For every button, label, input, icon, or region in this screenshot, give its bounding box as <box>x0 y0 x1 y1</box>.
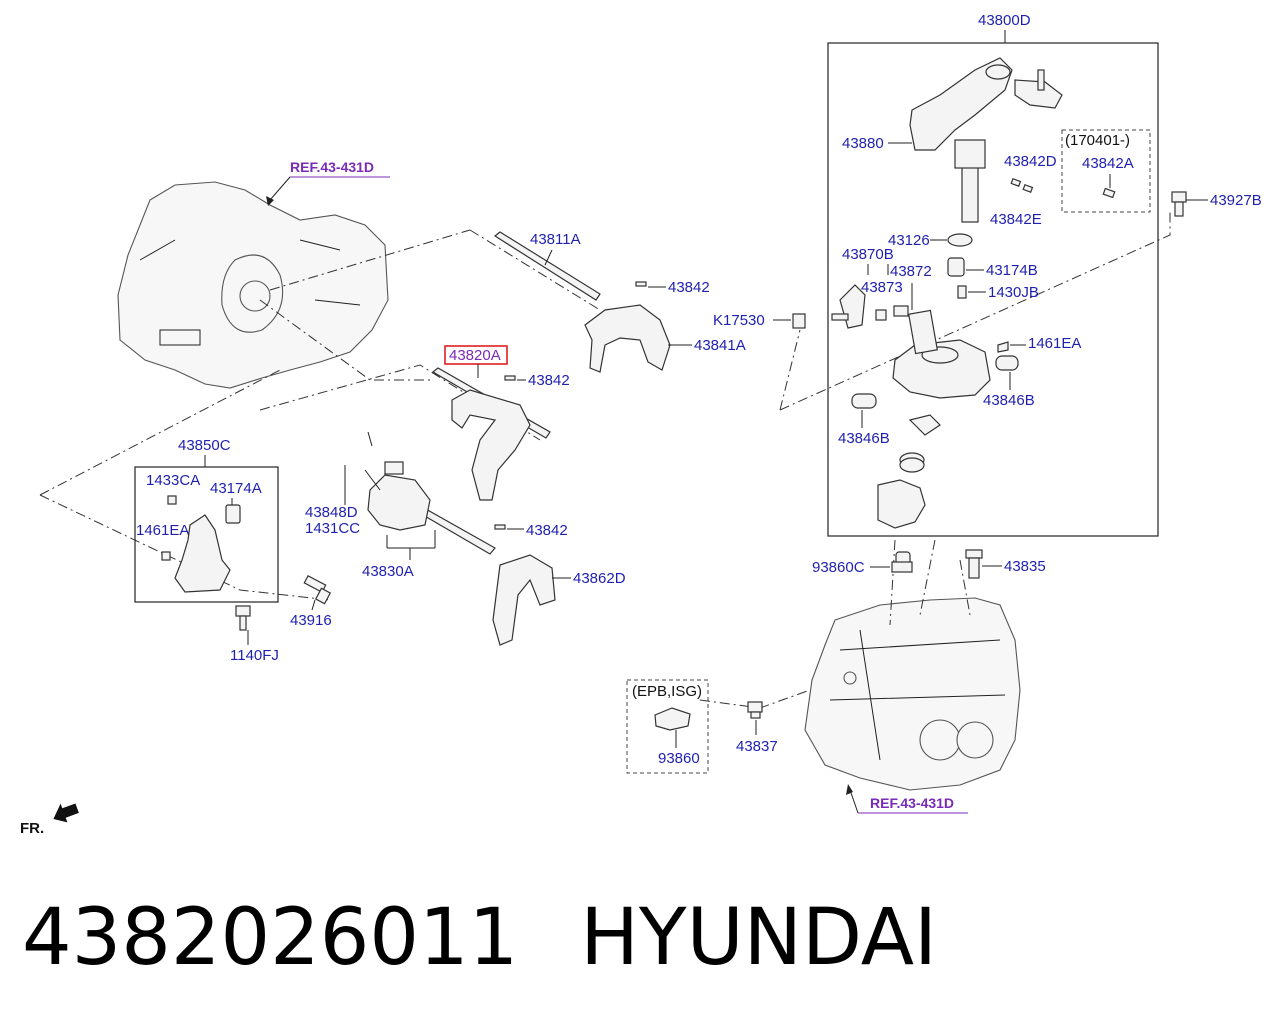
label-epb-isg[interactable]: (EPB,ISG) <box>632 683 702 700</box>
label-43820A[interactable]: 43820A <box>449 347 501 364</box>
label-43846B-left[interactable]: 43846B <box>838 430 890 447</box>
label-43842-a[interactable]: 43842 <box>668 279 710 296</box>
plunger-43846B-right <box>995 355 1019 371</box>
label-1140FJ[interactable]: 1140FJ <box>230 647 279 664</box>
label-43846B-right[interactable]: 43846B <box>983 392 1035 409</box>
bolt-1140FJ <box>235 605 251 631</box>
label-43830A[interactable]: 43830A <box>362 563 414 580</box>
assembly-box-43850C <box>134 466 279 603</box>
plunger-43846B-left <box>851 393 877 409</box>
pin-43842-c <box>494 524 506 530</box>
brand-name: HYUNDAI <box>580 893 938 983</box>
label-43927B[interactable]: 43927B <box>1210 192 1262 209</box>
plug-43837 <box>747 701 763 719</box>
bolt-43916 <box>303 574 332 605</box>
label-43174A[interactable]: 43174A <box>210 480 262 497</box>
label-1461EA-left[interactable]: 1461EA <box>136 522 189 539</box>
label-43841A[interactable]: 43841A <box>694 337 746 354</box>
label-1430JB[interactable]: 1430JB <box>988 284 1039 301</box>
detent-lever-43870B <box>831 284 909 329</box>
ref-label-top[interactable]: REF.43-431D <box>290 159 374 175</box>
label-43870B[interactable]: 43870B <box>842 246 894 263</box>
switch-93860 <box>654 707 691 731</box>
control-housing-plate <box>892 309 991 399</box>
label-43880[interactable]: 43880 <box>842 135 884 152</box>
assembly-box-43800D <box>827 42 1159 537</box>
pin-43842-a <box>635 281 647 287</box>
shift-lug-43841A <box>584 304 671 373</box>
bushing-43126 <box>947 233 973 247</box>
shift-fork-43862D <box>492 554 556 646</box>
front-arrow-icon <box>53 803 79 823</box>
label-43837[interactable]: 43837 <box>736 738 778 755</box>
part-caption: 4382026011 HYUNDAI <box>22 888 937 988</box>
label-1461EA-right[interactable]: 1461EA <box>1028 335 1081 352</box>
label-43872[interactable]: 43872 <box>890 263 932 280</box>
clip-1461EA-left <box>161 551 171 561</box>
bolt-43927B <box>1171 191 1187 217</box>
label-43873[interactable]: 43873 <box>861 279 903 296</box>
label-43916[interactable]: 43916 <box>290 612 332 629</box>
select-lever-43850C <box>174 514 231 593</box>
label-43842E[interactable]: 43842E <box>990 211 1042 228</box>
part-number: 4382026011 <box>22 893 519 983</box>
shift-rail-lug-43830A <box>367 461 496 555</box>
label-93860C[interactable]: 93860C <box>812 559 865 576</box>
ref-label-bottom[interactable]: REF.43-431D <box>870 795 954 811</box>
exploded-parts-diagram: REF.43-431D REF.43-431D 43800D 43880 (17… <box>20 12 1262 837</box>
label-front[interactable]: FR. <box>20 820 44 837</box>
bushing-43174B <box>947 257 965 277</box>
plug-K17530 <box>792 313 806 329</box>
label-43848D[interactable]: 43848D <box>305 504 358 521</box>
switch-93860C <box>891 551 913 573</box>
shift-rail-43811A <box>493 231 601 301</box>
transmission-housing-right <box>804 597 1021 791</box>
label-43862D[interactable]: 43862D <box>573 570 626 587</box>
pin-43842-b <box>504 375 516 381</box>
label-43800D[interactable]: 43800D <box>978 12 1031 29</box>
control-lever-43880 <box>909 57 1063 223</box>
bushing-43174A <box>225 504 241 524</box>
label-43126[interactable]: 43126 <box>888 232 930 249</box>
highlight-box-43820A <box>444 345 508 365</box>
label-43842-b[interactable]: 43842 <box>528 372 570 389</box>
label-1431CC[interactable]: 1431CC <box>305 520 360 537</box>
label-43842-c[interactable]: 43842 <box>526 522 568 539</box>
label-43842A[interactable]: 43842A <box>1082 155 1134 172</box>
label-43174B[interactable]: 43174B <box>986 262 1038 279</box>
shift-fork-rail-43820A <box>431 367 551 501</box>
transmission-housing-left <box>117 181 389 389</box>
pin-1433CA <box>167 495 177 505</box>
plug-43835 <box>965 549 983 579</box>
label-1433CA[interactable]: 1433CA <box>146 472 200 489</box>
label-43811A[interactable]: 43811A <box>530 231 581 248</box>
label-43850C[interactable]: 43850C <box>178 437 231 454</box>
label-K17530[interactable]: K17530 <box>713 312 765 329</box>
option-box-epb-isg <box>626 679 709 774</box>
label-170401[interactable]: (170401-) <box>1065 132 1130 149</box>
label-43835[interactable]: 43835 <box>1004 558 1046 575</box>
label-43842D[interactable]: 43842D <box>1004 153 1057 170</box>
clip-1461EA-right <box>997 341 1009 353</box>
label-93860[interactable]: 93860 <box>658 750 700 767</box>
pin-1430JB <box>957 285 967 299</box>
